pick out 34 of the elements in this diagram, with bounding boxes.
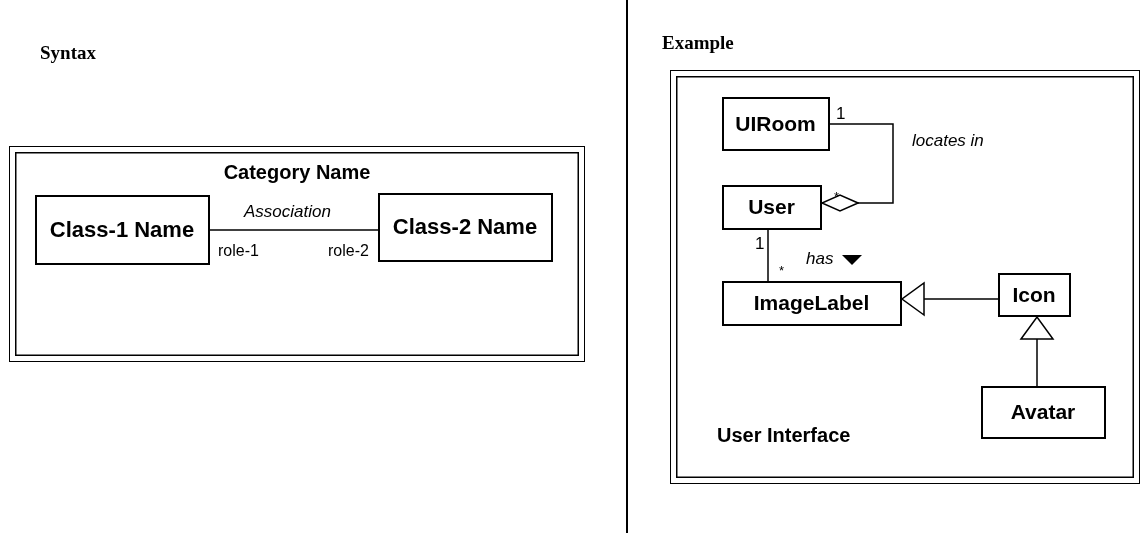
generalization-arrow (1020, 316, 1054, 387)
class-name: Class-2 Name (392, 214, 538, 240)
class-box (721, 184, 822, 230)
package-frame (670, 70, 1140, 484)
section-heading: Syntax (40, 42, 96, 64)
generalization-arrow (901, 282, 999, 316)
package-name: Category Name (222, 161, 372, 184)
association-line (209, 229, 379, 231)
section-heading: Example (662, 32, 734, 54)
edge-label: locates in (912, 132, 984, 149)
class-name: Icon (1012, 282, 1056, 307)
class-name: User (748, 195, 795, 219)
class-box (377, 192, 553, 262)
class-box (997, 272, 1071, 317)
role-name: role-1 (218, 243, 259, 259)
class-name: ImageLabel (753, 291, 870, 315)
multiplicity-label: 1 (836, 105, 846, 122)
class-box (721, 280, 902, 326)
class-box (721, 96, 830, 151)
class-name: UIRoom (735, 111, 816, 136)
class-box (34, 194, 210, 265)
multiplicity-label: * (779, 264, 785, 277)
role-name: role-2 (328, 243, 369, 259)
class-name: Class-1 Name (49, 216, 195, 243)
package-name: User Interface (717, 424, 851, 447)
package-frame (9, 146, 585, 362)
edge-label: has (806, 250, 834, 267)
multiplicity-label: * (834, 190, 840, 203)
association-line (767, 229, 769, 282)
edge-label: Association (244, 203, 331, 220)
multiplicity-label: 1 (755, 235, 765, 252)
aggregation-line (821, 123, 894, 212)
class-name: Avatar (1010, 400, 1076, 424)
class-box (980, 385, 1106, 439)
